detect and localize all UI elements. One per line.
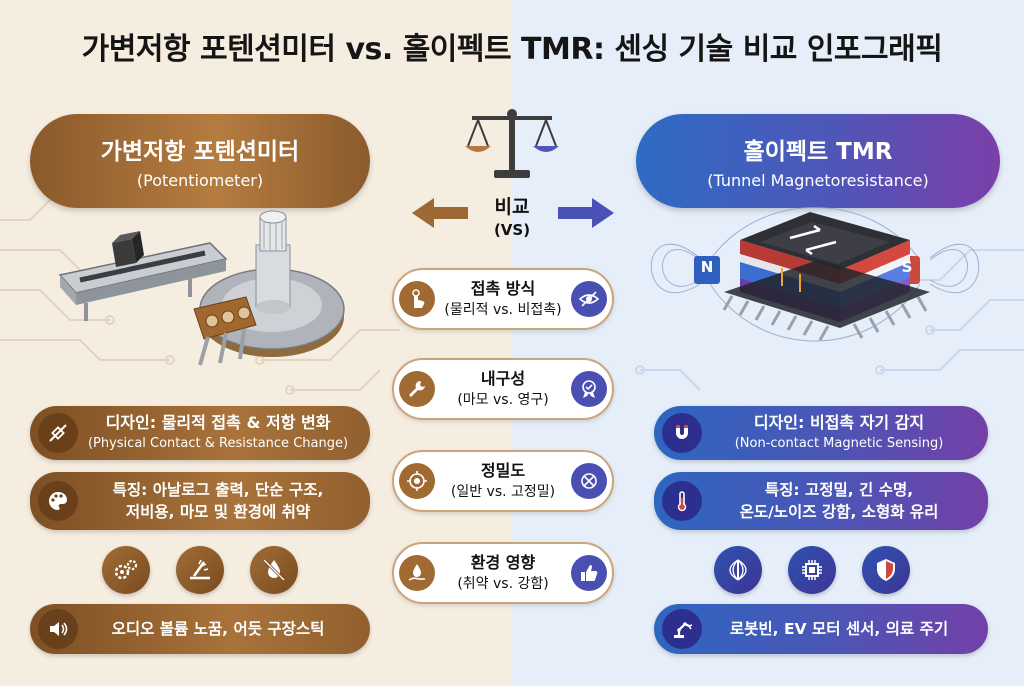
compare-row-sub: (물리적 vs. 비접촉) — [444, 302, 562, 318]
potentiometer-features-pill: 특징: 아날로그 출력, 단순 구조, 저비용, 마모 및 환경에 취약 — [30, 472, 370, 530]
compare-row-contact: 접촉 방식 (물리적 vs. 비접촉) — [392, 268, 614, 330]
tmr-chip-illustration — [650, 207, 980, 342]
chip-icon — [788, 546, 836, 594]
water-hand-icon — [399, 555, 435, 591]
potentiometer-design-label: 디자인: 물리적 접촉 & 저항 변화 — [105, 413, 331, 432]
eye-slash-icon — [571, 281, 607, 317]
potentiometer-usage: 오디오 볼륨 노꿈, 어듯 구장스틱 — [111, 620, 325, 638]
arrow-left-icon — [412, 198, 468, 228]
resistor-icon — [38, 413, 78, 453]
tmr-subtitle: (Tunnel Magnetoresistance) — [707, 171, 929, 190]
slider-wear-icon — [176, 546, 224, 594]
tmr-features-line1: 특징: 고정밀, 긴 수명, — [764, 481, 914, 499]
tmr-features-pill: 특징: 고정밀, 긴 수명, 온도/노이즈 강함, 소형화 유리 — [654, 472, 988, 530]
wrench-icon — [399, 371, 435, 407]
potentiometer-features-line2: 저비용, 마모 및 환경에 취약 — [125, 503, 311, 521]
potentiometer-design-sub: (Physical Contact & Resistance Change) — [87, 436, 349, 451]
magnetic-field-icon — [714, 546, 762, 594]
page-title: 가변저항 포텐션미터 vs. 홀이펙트 TMR: 센싱 기술 비교 인포그래픽 — [81, 32, 943, 67]
shield-icon — [862, 546, 910, 594]
potentiometer-title: 가변저항 포텐션미터 — [100, 139, 300, 165]
compare-row-label: 정밀도 — [480, 461, 526, 480]
gears-icon — [102, 546, 150, 594]
magnet-n-label: N — [700, 258, 714, 276]
compare-row-sub: (일반 vs. 고정밀) — [450, 484, 556, 500]
thumbs-up-icon — [571, 555, 607, 591]
potentiometer-subtitle: (Potentiometer) — [136, 171, 264, 190]
tmr-title: 홀이펙트 TMR — [743, 139, 893, 165]
compare-row-label: 환경 영향 — [470, 553, 536, 572]
crosshair-x-icon — [571, 463, 607, 499]
magnet-s-label: S — [901, 258, 913, 276]
slide-potentiometer — [58, 231, 228, 321]
potentiometer-features-line1: 특징: 아날로그 출력, 단순 구조, — [112, 481, 324, 499]
tmr-usage-pill: 로봇빈, EV 모터 센서, 의료 주기 — [654, 604, 988, 654]
no-water-icon — [250, 546, 298, 594]
robot-arm-icon — [662, 609, 702, 649]
touch-hand-icon — [399, 281, 435, 317]
tmr-features-line2: 온도/노이즈 강함, 소형화 유리 — [739, 503, 939, 521]
compare-row-label: 내구성 — [480, 369, 526, 388]
compare-row-durability: 내구성 (마모 vs. 영구) — [392, 358, 614, 420]
tmr-design-sub: (Non-contact Magnetic Sensing) — [734, 436, 944, 451]
magnet-north — [694, 256, 720, 284]
compare-row-sub: (취약 vs. 강함) — [457, 576, 549, 592]
compare-heading: 비교 (VS) — [470, 192, 554, 239]
compare-row-label: 접촉 방식 — [470, 279, 536, 298]
tmr-usage: 로봇빈, EV 모터 센서, 의료 주기 — [729, 620, 949, 638]
compare-row-sub: (마모 vs. 영구) — [457, 392, 549, 408]
medal-icon — [571, 371, 607, 407]
tmr-header: 홀이펙트 TMR (Tunnel Magnetoresistance) — [636, 114, 1000, 208]
palette-icon — [38, 481, 78, 521]
compare-row-environment: 환경 영향 (취약 vs. 강함) — [392, 542, 614, 604]
balance-scale-icon — [465, 109, 559, 178]
tmr-design-label: 디자인: 비접촉 자기 감지 — [753, 413, 925, 432]
speaker-icon — [38, 609, 78, 649]
magnet-icon — [662, 413, 702, 453]
rotary-potentiometer — [193, 210, 345, 366]
compare-label: 비교 — [494, 196, 530, 218]
potentiometer-design-pill: 디자인: 물리적 접촉 & 저항 변화 (Physical Contact & … — [30, 406, 370, 460]
thermometer-icon — [662, 481, 702, 521]
compare-row-precision: 정밀도 (일반 vs. 고정밀) — [392, 450, 614, 512]
potentiometer-usage-pill: 오디오 볼륨 노꿈, 어듯 구장스틱 — [30, 604, 370, 654]
compare-sub: (VS) — [493, 221, 531, 239]
potentiometer-illustration — [58, 210, 345, 366]
potentiometer-header: 가변저항 포텐션미터 (Potentiometer) — [30, 114, 370, 208]
arrow-right-icon — [558, 198, 614, 228]
target-icon — [399, 463, 435, 499]
tmr-design-pill: 디자인: 비접촉 자기 감지 (Non-contact Magnetic Sen… — [654, 406, 988, 460]
